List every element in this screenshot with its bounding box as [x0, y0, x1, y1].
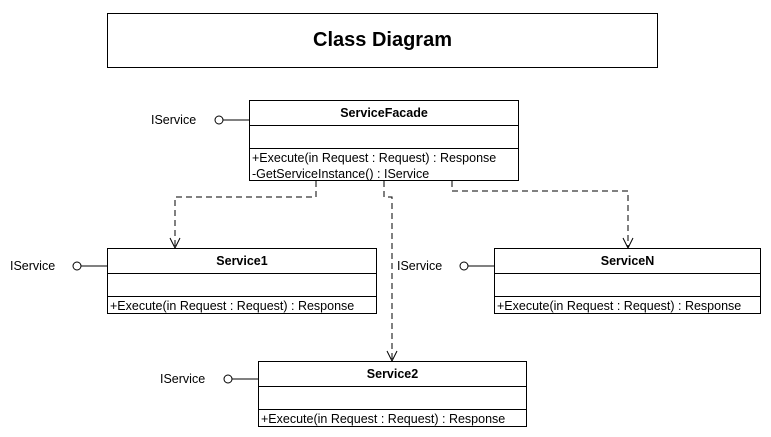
class-service2[interactable]: Service2 +Execute(in Request : Request) … [258, 361, 527, 427]
interface-label-facade: IService [151, 113, 197, 127]
diagram-title: Class Diagram [107, 13, 658, 68]
class-name: ServiceFacade [250, 101, 518, 126]
operation: -GetServiceInstance() : IService [252, 167, 430, 181]
operation: +Execute(in Request : Request) : Respons… [110, 299, 355, 313]
class-operations: +Execute(in Request : Request) : Respons… [495, 297, 760, 315]
interface-lollipop-facade [214, 115, 249, 125]
dependency-arrow-service1 [169, 181, 317, 250]
class-name: Service1 [108, 249, 376, 274]
interface-label-service2: IService [160, 372, 206, 386]
class-operations: +Execute(in Request : Request) : Respons… [108, 297, 376, 315]
class-serviceN[interactable]: ServiceN +Execute(in Request : Request) … [494, 248, 761, 314]
interface-lollipop-service2 [223, 374, 258, 384]
operation: +Execute(in Request : Request) : Respons… [497, 299, 742, 313]
class-name: ServiceN [495, 249, 760, 274]
dependency-arrow-serviceN [451, 181, 634, 250]
interface-label-serviceN: IService [397, 259, 443, 273]
interface-lollipop-serviceN [459, 261, 494, 271]
class-operations: +Execute(in Request : Request) : Respons… [250, 149, 518, 183]
dependency-arrow-service2 [383, 181, 398, 363]
class-service-facade[interactable]: ServiceFacade +Execute(in Request : Requ… [249, 100, 519, 181]
interface-label-service1: IService [10, 259, 56, 273]
class-operations: +Execute(in Request : Request) : Respons… [259, 410, 526, 428]
interface-lollipop-service1 [72, 261, 107, 271]
operation: +Execute(in Request : Request) : Respons… [252, 151, 497, 165]
class-attributes [495, 274, 760, 297]
class-service1[interactable]: Service1 +Execute(in Request : Request) … [107, 248, 377, 314]
operation: +Execute(in Request : Request) : Respons… [261, 412, 506, 426]
class-attributes [250, 126, 518, 149]
class-attributes [108, 274, 376, 297]
class-attributes [259, 387, 526, 410]
class-name: Service2 [259, 362, 526, 387]
